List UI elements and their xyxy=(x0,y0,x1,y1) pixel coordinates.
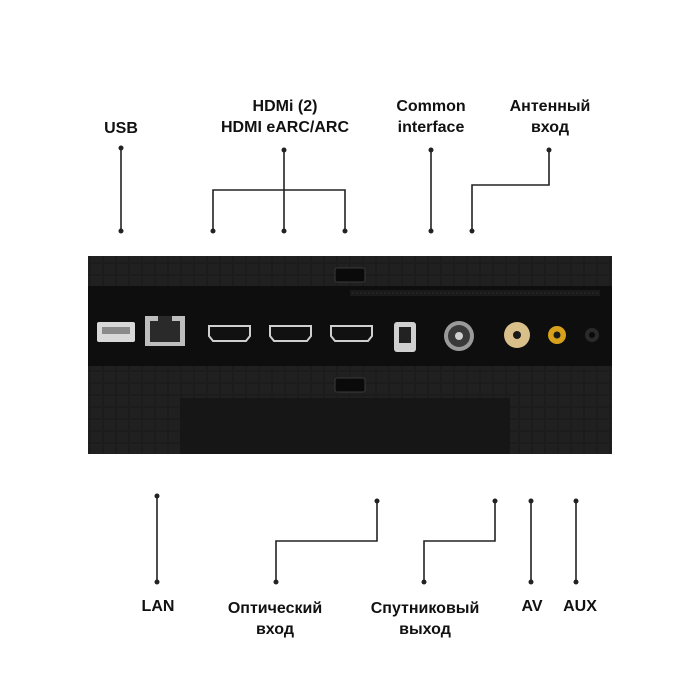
leader-dots xyxy=(118,145,579,585)
hdmi-port-icon xyxy=(269,325,312,342)
hdmi-port-icon xyxy=(330,325,373,342)
antenna-label: Антенный вход xyxy=(509,98,591,136)
hdmi-leader-line xyxy=(212,150,346,231)
usb-port-icon xyxy=(97,322,135,342)
lan-port-icon xyxy=(145,316,185,346)
av-port-icon xyxy=(504,322,530,348)
aux2-port-icon xyxy=(585,328,599,342)
satellite-leader-line xyxy=(423,501,496,582)
antenna-leader-line xyxy=(471,150,550,231)
optical-leader-line xyxy=(275,501,378,582)
optical-port-icon xyxy=(394,322,416,352)
tv-panel xyxy=(88,256,612,454)
hdmi-port-icon xyxy=(208,325,251,342)
lan-label: LAN xyxy=(141,598,175,615)
av-label: AV xyxy=(521,598,543,615)
aux-port-icon xyxy=(548,326,566,344)
usb-label: USB xyxy=(104,120,138,137)
aux-label: AUX xyxy=(563,598,597,615)
antenna-port-icon xyxy=(444,321,474,351)
common-interface-label: Common interface xyxy=(396,98,466,136)
satellite-label: Спутниковый выход xyxy=(370,600,480,638)
optical-label: Оптический вход xyxy=(227,600,323,638)
hdmi-label: HDMi (2) HDMI eARC/ARC xyxy=(221,98,349,136)
